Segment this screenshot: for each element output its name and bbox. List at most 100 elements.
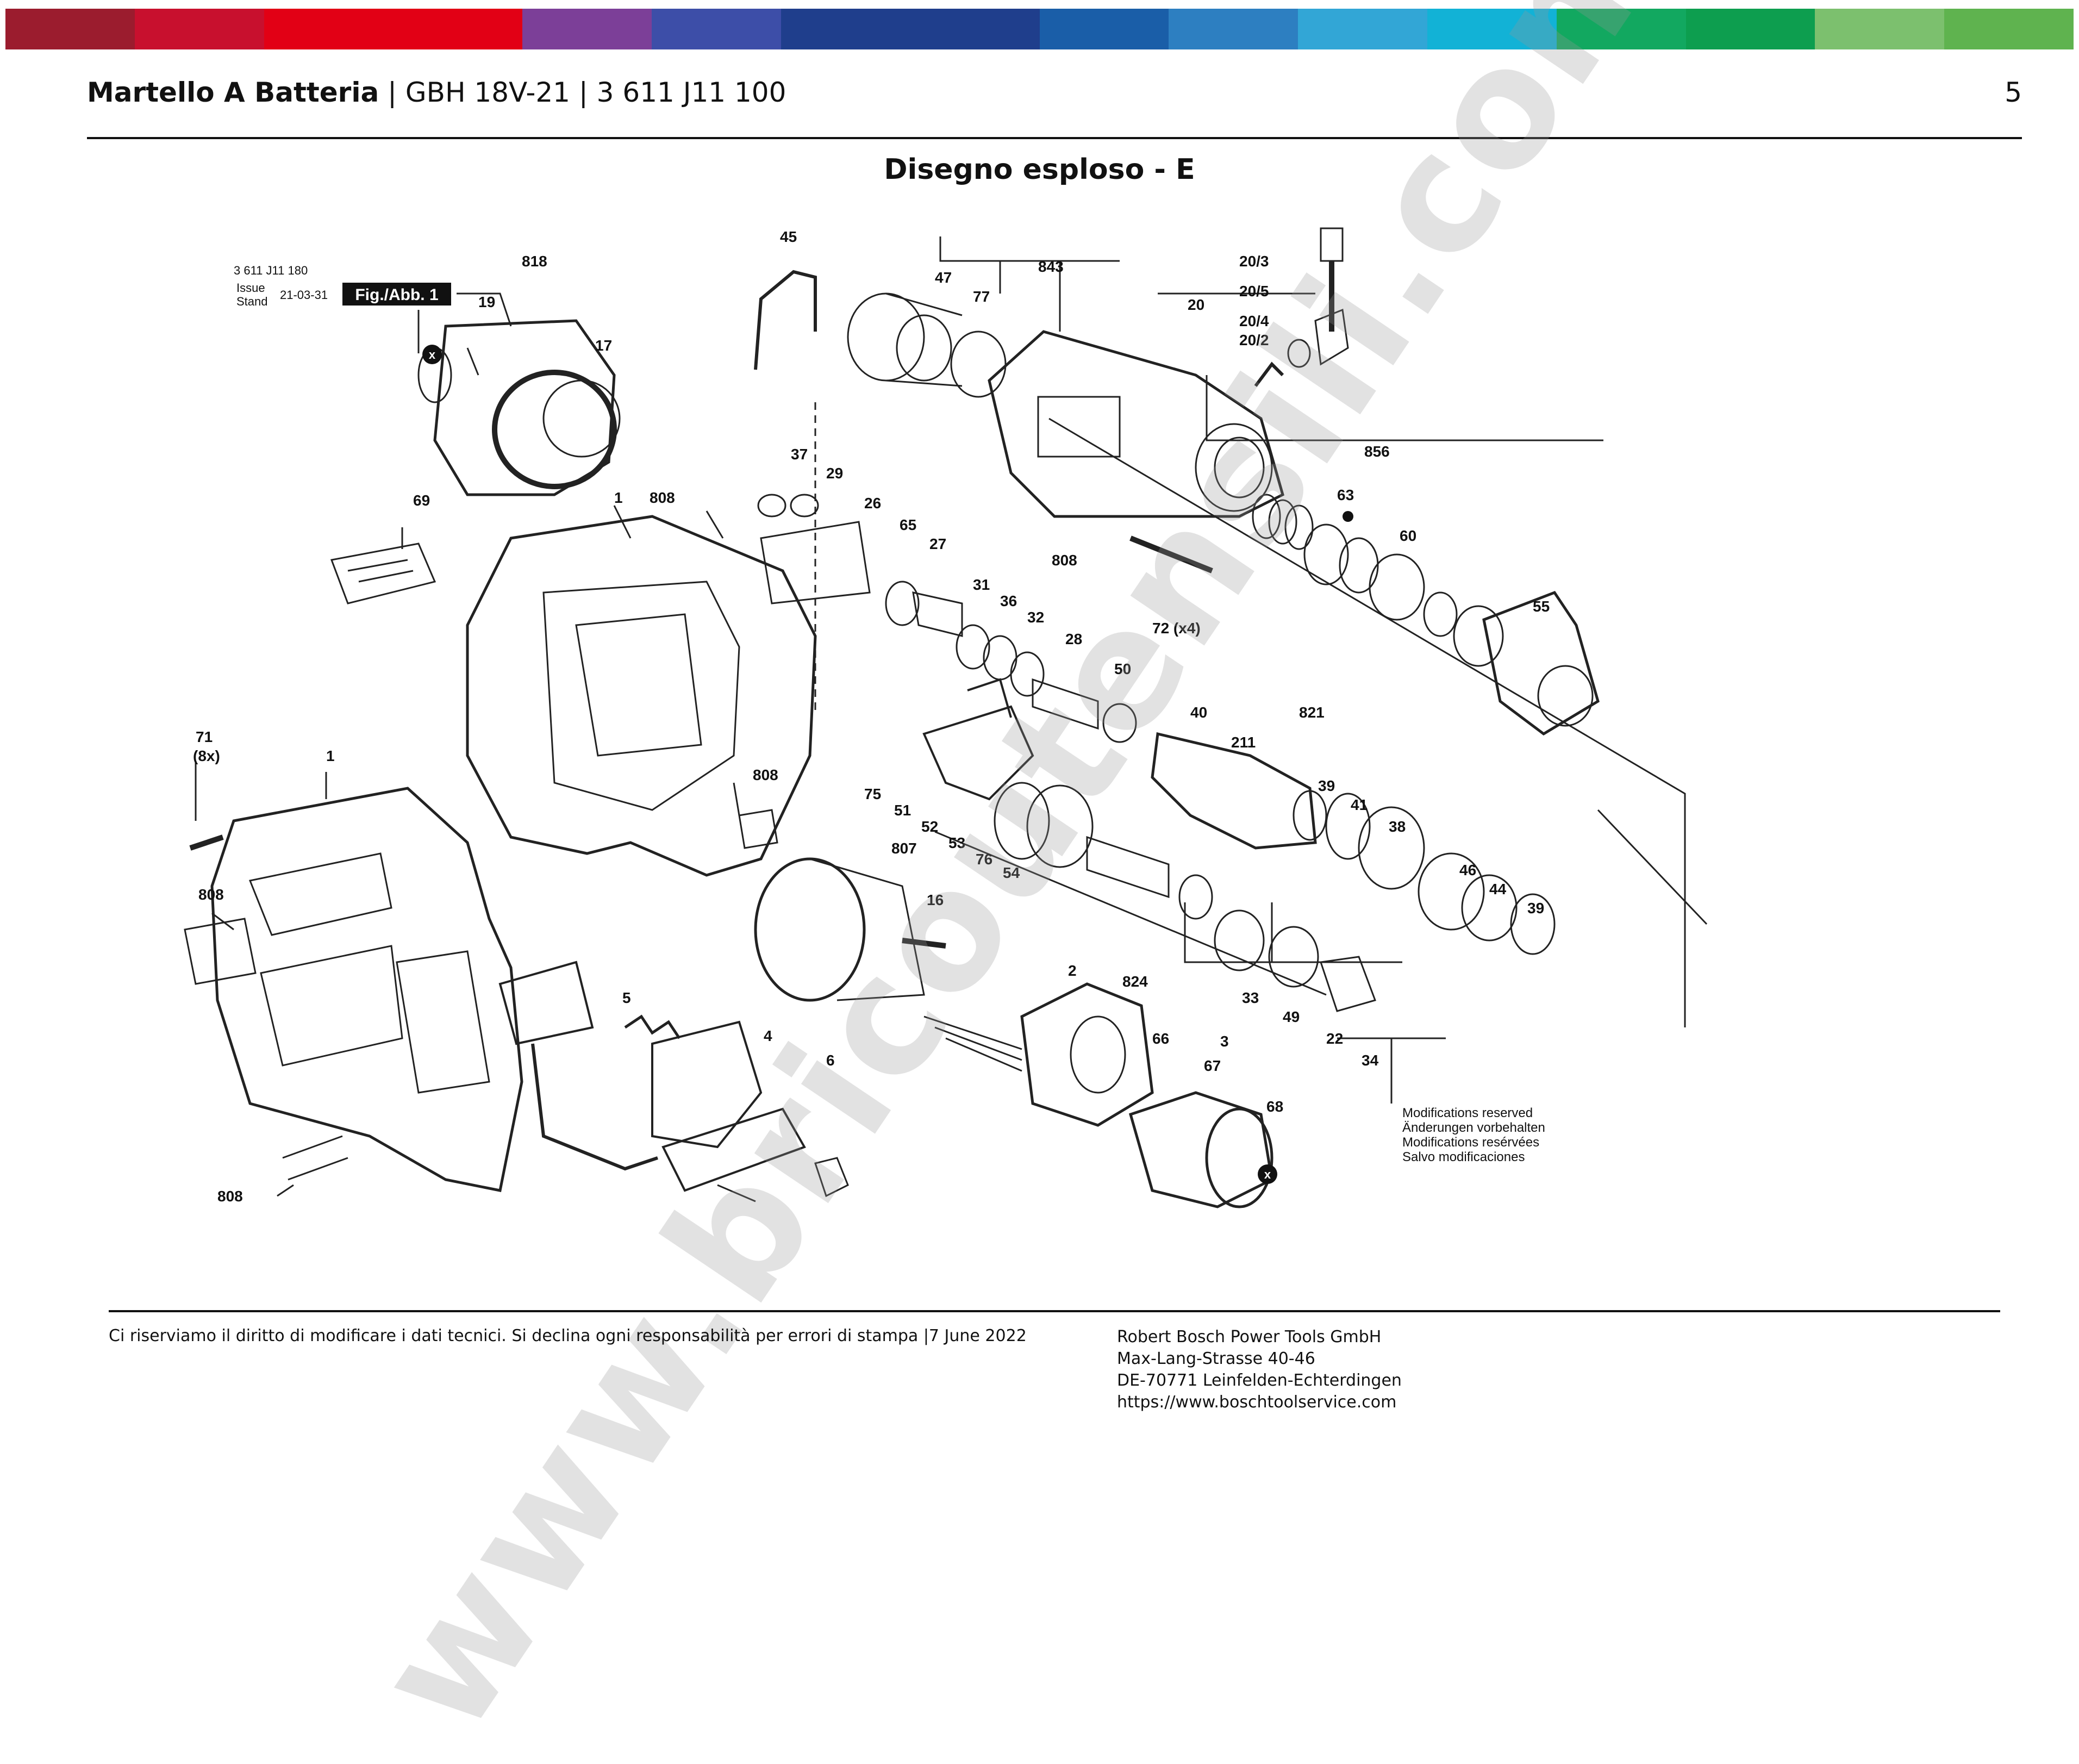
label-40: 40 xyxy=(1190,704,1207,721)
label-20-4: 20/4 xyxy=(1239,313,1269,329)
label-38: 38 xyxy=(1389,818,1406,835)
label-17: 17 xyxy=(595,337,612,354)
exploded-diagram-svg: 818 19 17 45 47 77 843 20 20/3 20/5 20/4… xyxy=(184,227,1708,1208)
brand-bar-segment xyxy=(134,9,264,49)
label-1: 1 xyxy=(326,747,335,764)
model-code: GBH 18V-21 xyxy=(405,77,570,108)
label-808: 808 xyxy=(753,766,778,783)
label-37: 37 xyxy=(791,446,808,463)
brand-bar-segment xyxy=(1815,9,1945,49)
section-title: Disegno esploso - E xyxy=(884,153,1195,186)
brand-bar-segment xyxy=(5,9,135,49)
label-5: 5 xyxy=(622,989,631,1006)
label-2: 2 xyxy=(1068,962,1077,979)
label-33: 33 xyxy=(1242,989,1259,1006)
label-47: 47 xyxy=(935,269,952,286)
brand-bar-segment xyxy=(393,9,523,49)
info-issue: Issue xyxy=(236,281,265,295)
label-6: 6 xyxy=(826,1052,835,1069)
modifications-line: Änderungen vorbehalten xyxy=(1402,1120,1545,1135)
model-title: Martello A Batteria xyxy=(87,77,379,108)
label-856: 856 xyxy=(1364,443,1390,460)
label-22: 22 xyxy=(1326,1030,1343,1047)
brand-bar-segment xyxy=(1169,9,1298,49)
mark-x-label: x xyxy=(1264,1168,1271,1181)
label-55: 55 xyxy=(1533,598,1550,615)
brand-bar-segment xyxy=(522,9,652,49)
label-75: 75 xyxy=(864,786,881,802)
brand-bar-segment xyxy=(264,9,394,49)
modifications-line: Modifications reserved xyxy=(1402,1106,1533,1120)
exploded-diagram: 818 19 17 45 47 77 843 20 20/3 20/5 20/4… xyxy=(163,212,2011,1272)
page-number: 5 xyxy=(2005,77,2022,108)
brand-bar-segment xyxy=(910,9,1040,49)
label-34: 34 xyxy=(1362,1052,1379,1069)
header-separator: | xyxy=(388,77,397,108)
label-66: 66 xyxy=(1152,1030,1169,1047)
label-69: 69 xyxy=(413,492,430,509)
label-77: 77 xyxy=(973,288,990,305)
label-19: 19 xyxy=(478,294,495,310)
label-39: 39 xyxy=(1318,777,1335,794)
label-72: 72 (x4) xyxy=(1152,620,1201,637)
brand-bar-segment xyxy=(1556,9,1686,49)
brand-bar-segment xyxy=(1685,9,1815,49)
label-20-2: 20/2 xyxy=(1239,332,1269,348)
label-51: 51 xyxy=(894,802,911,819)
mark-x-icon xyxy=(1258,1164,1277,1184)
label-49: 49 xyxy=(1283,1008,1300,1025)
label-26: 26 xyxy=(864,495,881,512)
label-32: 32 xyxy=(1027,609,1044,626)
label-46: 46 xyxy=(1459,862,1476,878)
mark-x-label: x xyxy=(429,348,436,361)
label-20-5: 20/5 xyxy=(1239,283,1269,300)
label-807: 807 xyxy=(891,840,917,857)
header-separator: | xyxy=(578,77,588,108)
label-808: 808 xyxy=(217,1188,243,1205)
label-67: 67 xyxy=(1204,1057,1221,1074)
label-36: 36 xyxy=(1000,593,1017,609)
header-rule xyxy=(87,137,2022,139)
info-part-number: 3 611 J11 180 xyxy=(234,264,308,277)
fig-label: Fig./Abb. 1 xyxy=(355,286,438,304)
label-63: 63 xyxy=(1337,487,1354,503)
company-city: DE-70771 Leinfelden-Echterdingen xyxy=(1117,1371,1402,1390)
label-54: 54 xyxy=(1003,864,1020,881)
label-843: 843 xyxy=(1038,258,1064,275)
label-60: 60 xyxy=(1400,527,1416,544)
label-27: 27 xyxy=(929,535,946,552)
label-211: 211 xyxy=(1231,734,1256,751)
ball-icon xyxy=(1343,511,1353,522)
modifications-line: Modifications resérvées xyxy=(1402,1135,1539,1150)
footer-address: Robert Bosch Power Tools GmbH Max-Lang-S… xyxy=(1117,1326,1402,1413)
brand-bar-segment xyxy=(1944,9,2074,49)
label-39: 39 xyxy=(1527,900,1544,917)
label-3: 3 xyxy=(1220,1033,1229,1050)
label-818: 818 xyxy=(522,253,547,270)
label-41: 41 xyxy=(1351,796,1368,813)
label-71: 71 xyxy=(196,728,213,745)
brand-bar-segment xyxy=(1298,9,1427,49)
modifications-line: Salvo modificaciones xyxy=(1402,1150,1525,1164)
label-28: 28 xyxy=(1065,631,1082,647)
label-68: 68 xyxy=(1266,1098,1283,1115)
info-date: 21-03-31 xyxy=(280,288,328,302)
company-street: Max-Lang-Strasse 40-46 xyxy=(1117,1349,1315,1368)
brand-bar-segment xyxy=(1039,9,1169,49)
part-number: 3 611 J11 100 xyxy=(596,77,786,108)
label-808: 808 xyxy=(1052,552,1077,569)
label-29: 29 xyxy=(826,465,843,482)
label-45: 45 xyxy=(780,228,797,245)
label-808: 808 xyxy=(198,886,224,903)
label-53: 53 xyxy=(948,834,965,851)
company-website: https://www.boschtoolservice.com xyxy=(1117,1393,1397,1412)
label-31: 31 xyxy=(973,576,990,593)
mark-x-icon xyxy=(422,345,442,364)
label-20-3: 20/3 xyxy=(1239,253,1269,270)
label-808: 808 xyxy=(650,489,675,506)
label-824: 824 xyxy=(1122,973,1148,990)
label-821: 821 xyxy=(1299,704,1325,721)
label-52: 52 xyxy=(921,818,938,835)
label-76: 76 xyxy=(976,851,992,868)
label-20: 20 xyxy=(1188,296,1204,313)
